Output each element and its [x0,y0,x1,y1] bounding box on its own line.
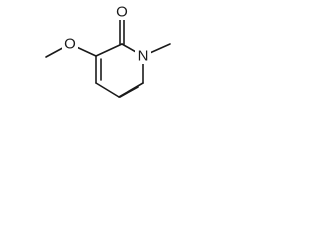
carbonyl-oxygen-mask [114,4,130,20]
bond-c5-c4 [95,82,120,98]
carbonyl-oxygen-label: O [116,4,128,21]
ether-oxygen-mask [62,36,78,52]
ether-oxygen-label: O [64,36,76,53]
ring-nitrogen-label: N [138,48,149,65]
ring-nitrogen-mask [135,48,151,64]
chemical-structure-diagram: O O N [45,4,171,98]
bond-c6-c5-inner [119,86,139,98]
bond-c3-c2 [95,43,123,57]
